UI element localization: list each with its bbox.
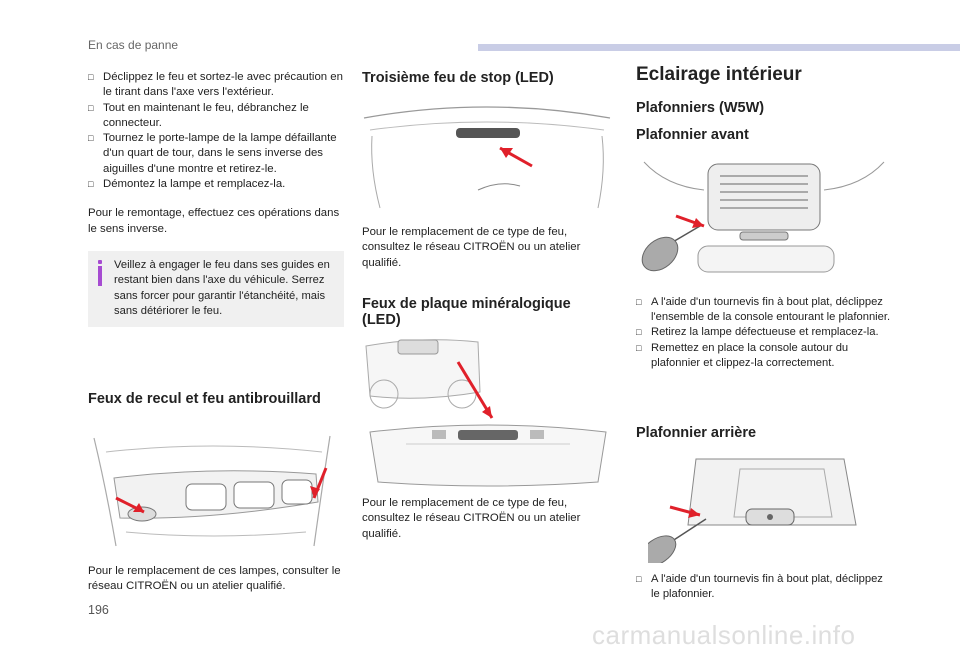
heading-reverse-fog-lamp: Feux de recul et feu antibrouillard [88, 391, 321, 407]
list-item: □ Tout en maintenant le feu, débranchez l… [88, 101, 344, 132]
third-brake-light-illustration [363, 106, 611, 209]
section-title: Eclairage intérieur [636, 64, 802, 85]
list-item: □ A l'aide d'un tournevis fin à bout plat… [636, 572, 894, 602]
heading-front-dome: Plafonnier avant [636, 127, 749, 143]
bullet-text: A l'aide d'un tournevis fin à bout plat,… [651, 296, 891, 324]
list-item: □ Remettez en place la console autour du … [636, 341, 894, 371]
rear-bumper-illustration [93, 435, 331, 547]
list-item: □ Démontez la lampe et remplacez-la. [88, 177, 344, 192]
bullet-text: A l'aide d'un tournevis fin à bout plat,… [651, 573, 883, 601]
heading-rear-dome: Plafonnier arrière [636, 425, 757, 441]
caption-plate-lights: Pour le remplacement de ce type de feu, … [362, 497, 581, 540]
section-header: En cas de panne [88, 38, 179, 52]
rear-dome-light-illustration [648, 458, 857, 563]
bullet-text: Démontez la lampe et remplacez-la. [103, 178, 286, 191]
rear-dome-steps: □ A l'aide d'un tournevis fin à bout plat… [636, 572, 894, 602]
list-item: □ Tournez le porte-lampe de la lampe défa… [88, 131, 344, 177]
heading-plate-lights: Feux de plaque minéralogique (LED) [362, 296, 571, 328]
caption-reverse-fog: Pour le remplacement de ces lampes, cons… [88, 565, 341, 593]
front-dome-light-illustration [641, 161, 885, 273]
square-bullet-icon: □ [88, 102, 94, 113]
bullet-text: Tournez le porte-lampe de la lampe défai… [103, 132, 337, 175]
page-number: 196 [88, 603, 109, 617]
info-icon [98, 259, 102, 286]
bullet-text: Tout en maintenant le feu, débranchez le… [103, 101, 309, 129]
list-item: □ A l'aide d'un tournevis fin à bout plat… [636, 295, 894, 325]
info-note: Veillez à engager le feu dans ses guides… [88, 250, 344, 328]
subtitle-plafonniers: Plafonniers (W5W) [636, 100, 765, 116]
caption-third-brake-light: Pour le remplacement de ce type de feu, … [362, 226, 581, 269]
square-bullet-icon: □ [636, 327, 642, 338]
reassembly-paragraph: Pour le remontage, effectuez ces opérati… [88, 207, 340, 235]
note-text: Veillez à engager le feu dans ses guides… [114, 258, 330, 317]
bullet-text: Déclippez le feu et sortez-le avec préca… [103, 71, 343, 99]
square-bullet-icon: □ [636, 297, 642, 307]
bullet-text: Retirez la lampe défectueuse et remplace… [651, 326, 879, 339]
square-bullet-icon: □ [88, 179, 94, 190]
square-bullet-icon: □ [88, 72, 94, 82]
front-dome-steps: □ A l'aide d'un tournevis fin à bout plat… [636, 295, 894, 371]
heading-third-brake-light: Troisième feu de stop (LED) [362, 70, 554, 86]
square-bullet-icon: □ [636, 574, 642, 584]
header-bar [478, 44, 960, 51]
square-bullet-icon: □ [636, 342, 642, 353]
list-item: □ Déclippez le feu et sortez-le avec préc… [88, 70, 344, 101]
list-item: □ Retirez la lampe défectueuse et remplac… [636, 325, 894, 340]
bullet-text: Remettez en place la console autour du p… [651, 341, 849, 369]
square-bullet-icon: □ [88, 133, 94, 144]
watermark: carmanualsonline.info [592, 620, 856, 650]
column-left: □ Déclippez le feu et sortez-le avec préc… [88, 70, 344, 328]
plate-light-illustration [365, 339, 607, 487]
